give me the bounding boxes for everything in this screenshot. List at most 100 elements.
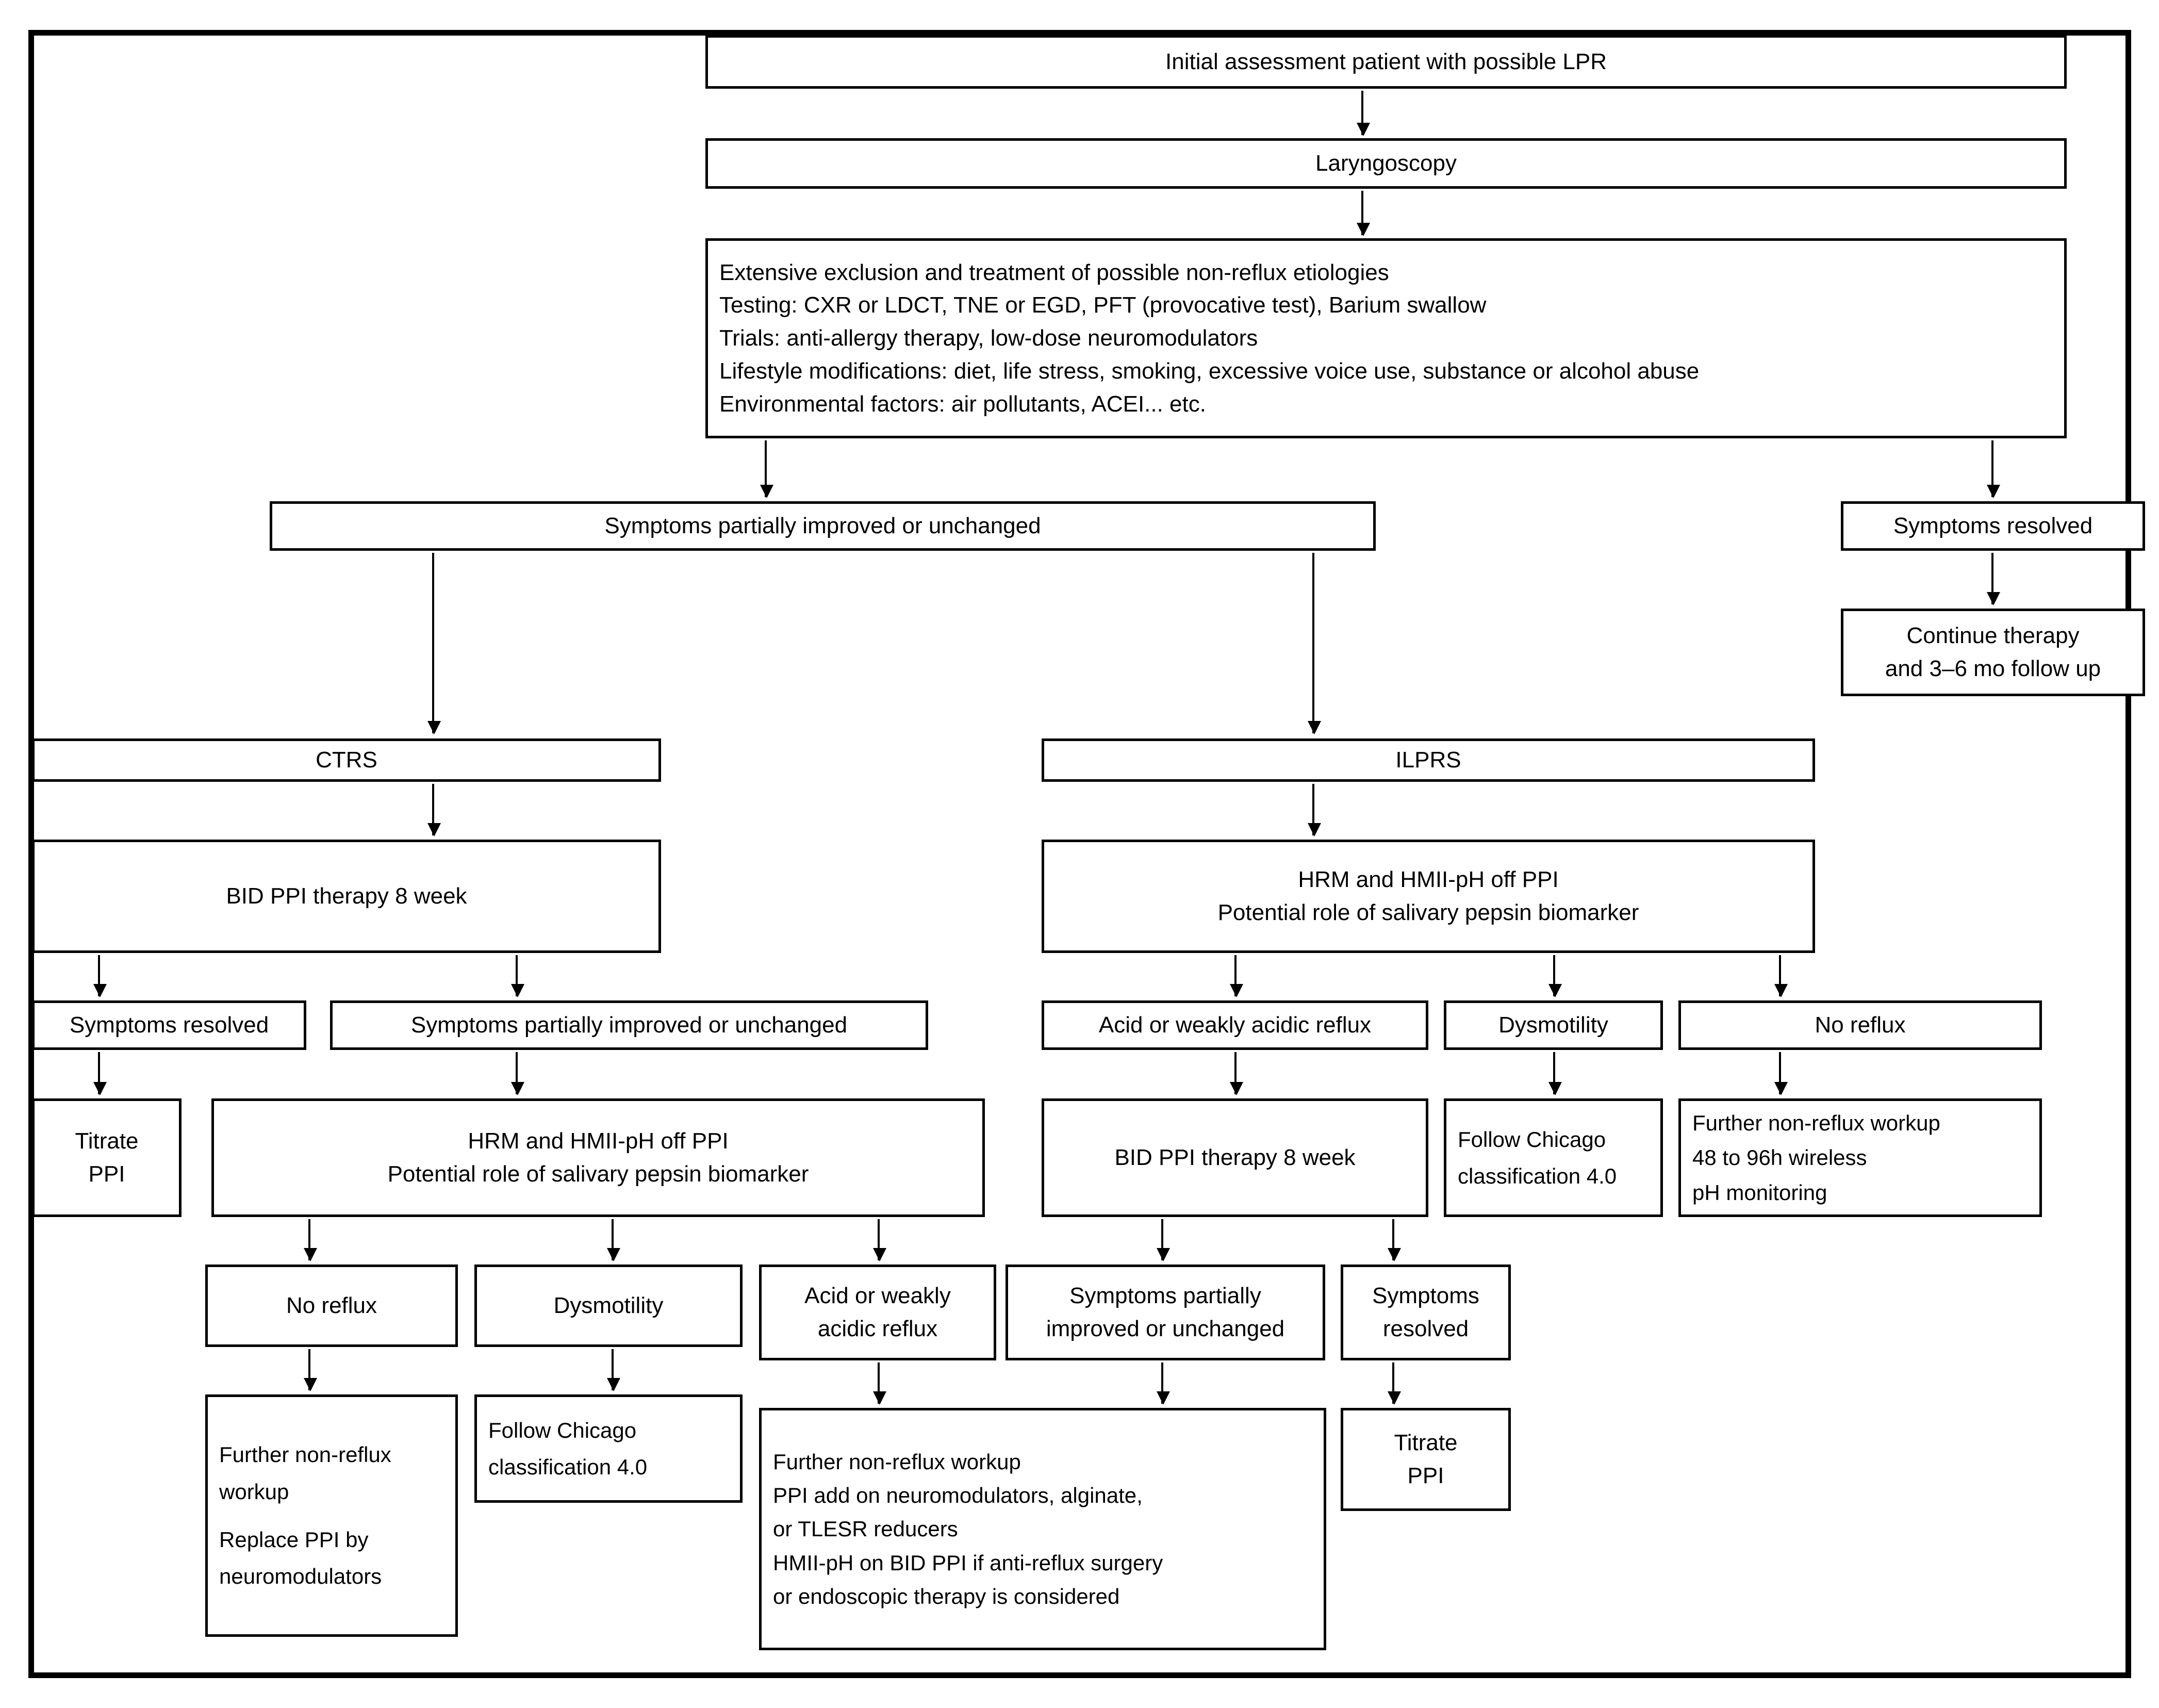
further-workup-right-line-1: Further non-reflux workup	[1692, 1111, 1940, 1136]
node-follow-chicago-bottom: Follow Chicago classification 4.0	[474, 1394, 743, 1503]
hrm-right-line-1: HRM and HMII-pH off PPI	[1298, 867, 1559, 893]
arrow-bidppi-to-partial-left	[511, 955, 524, 997]
node-bid-ppi-left: BID PPI therapy 8 week	[32, 840, 661, 953]
node-laryngoscopy-label: Laryngoscopy	[1315, 151, 1457, 176]
node-no-reflux-bottom-label: No reflux	[286, 1293, 377, 1319]
acid-reflux-bottom-line-1: Acid or weakly	[804, 1283, 951, 1309]
titrate-ppi-left-line-1: Titrate	[75, 1128, 139, 1154]
node-initial-assessment-label: Initial assessment patient with possible…	[1165, 49, 1607, 75]
arrow-bidppiright-to-partial	[1157, 1219, 1170, 1261]
exclusion-line-2: Testing: CXR or LDCT, TNE or EGD, PFT (p…	[719, 292, 1487, 318]
arrow-acidreflux-to-bigworkup	[873, 1362, 886, 1405]
node-bid-ppi-right-label: BID PPI therapy 8 week	[1114, 1145, 1356, 1171]
node-dysmotility-bottom-label: Dysmotility	[553, 1293, 664, 1319]
node-no-reflux-right: No reflux	[1678, 1000, 2042, 1050]
further-workup-big-line-1: Further non-reflux workup	[773, 1450, 1021, 1474]
node-partial-improved-top: Symptoms partially improved or unchanged	[270, 501, 1376, 551]
titrate-ppi-bottom-line-2: PPI	[1407, 1463, 1444, 1488]
hrm-right-line-2: Potential role of salivary pepsin biomar…	[1217, 900, 1639, 925]
further-workup-big-line-2: PPI add on neuromodulators, alginate,	[773, 1483, 1143, 1508]
node-dysmotility-right-label: Dysmotility	[1498, 1012, 1608, 1038]
node-bid-ppi-left-label: BID PPI therapy 8 week	[226, 883, 467, 909]
arrow-partial-to-ctrs	[427, 553, 441, 734]
node-symptoms-resolved-bottom: Symptoms resolved	[1341, 1264, 1511, 1360]
arrow-noreflux-to-workup	[304, 1349, 317, 1391]
follow-chicago-bottom-line-1: Follow Chicago	[488, 1418, 637, 1442]
further-workup-bottom-line-3: Replace PPI by	[219, 1528, 369, 1552]
further-workup-big-line-4: HMII-pH on BID PPI if anti-reflux surger…	[773, 1550, 1163, 1575]
further-workup-bottom-line-1: Further non-reflux	[219, 1442, 391, 1467]
arrow-hrmleft-to-acidreflux	[873, 1219, 886, 1261]
exclusion-line-4: Lifestyle modifications: diet, life stre…	[719, 358, 1700, 384]
node-partial-improved-top-label: Symptoms partially improved or unchanged	[604, 513, 1041, 539]
follow-chicago-right-line-2: classification 4.0	[1458, 1164, 1617, 1188]
node-titrate-ppi-left: Titrate PPI	[32, 1098, 182, 1217]
hrm-left-line-1: HRM and HMII-pH off PPI	[468, 1128, 729, 1154]
further-workup-right-line-3: pH monitoring	[1692, 1180, 1827, 1205]
node-acid-reflux-right: Acid or weakly acidic reflux	[1042, 1000, 1428, 1050]
arrow-exclusion-to-resolved	[1987, 440, 2000, 498]
node-acid-reflux-bottom: Acid or weakly acidic reflux	[759, 1264, 996, 1360]
partial-bottom-line-2: improved or unchanged	[1046, 1316, 1285, 1341]
resolved-bottom-line-2: resolved	[1382, 1316, 1469, 1341]
arrow-hrmright-to-acidreflux	[1230, 955, 1243, 997]
continue-therapy-line-2: and 3–6 mo follow up	[1885, 656, 2101, 681]
follow-chicago-bottom-line-2: classification 4.0	[488, 1455, 648, 1479]
arrow-resolvedbottom-to-titrate	[1388, 1362, 1401, 1405]
arrow-bidppiright-to-resolved	[1388, 1219, 1401, 1261]
further-workup-big-line-3: or TLESR reducers	[773, 1517, 958, 1541]
node-bid-ppi-right: BID PPI therapy 8 week	[1042, 1098, 1428, 1217]
hrm-left-line-2: Potential role of salivary pepsin biomar…	[387, 1161, 809, 1187]
exclusion-line-1: Extensive exclusion and treatment of pos…	[719, 259, 1389, 285]
acid-reflux-bottom-line-2: acidic reflux	[817, 1316, 938, 1341]
arrow-resolvedleft-to-titrate	[93, 1052, 107, 1095]
arrow-exclusion-to-partial	[760, 440, 773, 498]
arrow-acidrefluxright-to-bidppi	[1230, 1052, 1243, 1095]
arrow-bidppi-to-resolved-left	[93, 955, 107, 997]
titrate-ppi-left-line-2: PPI	[88, 1161, 125, 1187]
node-no-reflux-bottom: No reflux	[205, 1264, 458, 1347]
arrow-dysmotility-to-chicago	[607, 1349, 620, 1391]
resolved-bottom-line-1: Symptoms	[1372, 1283, 1479, 1309]
arrow-partial-to-ilprs	[1308, 553, 1321, 734]
node-hrm-hmii-right: HRM and HMII-pH off PPI Potential role o…	[1042, 840, 1815, 953]
node-initial-assessment: Initial assessment patient with possible…	[705, 35, 2067, 89]
node-exclusion-workup: Extensive exclusion and treatment of pos…	[705, 238, 2067, 438]
node-partial-improved-left: Symptoms partially improved or unchanged	[330, 1000, 928, 1050]
node-further-workup-bottom: Further non-reflux workup Replace PPI by…	[205, 1394, 458, 1637]
node-symptoms-resolved-top: Symptoms resolved	[1841, 501, 2145, 551]
arrow-partialbottom-to-bigworkup	[1157, 1362, 1170, 1405]
arrow-hrmright-to-dysmotility	[1548, 955, 1562, 997]
node-ilprs: ILPRS	[1042, 738, 1815, 782]
node-dysmotility-bottom: Dysmotility	[474, 1264, 743, 1347]
node-laryngoscopy: Laryngoscopy	[705, 138, 2067, 189]
arrow-dysmotilityright-to-chicago	[1548, 1052, 1562, 1095]
further-workup-bottom-line-2: workup	[219, 1479, 289, 1504]
node-symptoms-resolved-top-label: Symptoms resolved	[1893, 513, 2093, 539]
arrow-hrmleft-to-noreflux	[304, 1219, 317, 1261]
arrow-ctrs-to-bid-ppi	[427, 784, 441, 836]
continue-therapy-line-1: Continue therapy	[1906, 623, 2080, 649]
node-no-reflux-right-label: No reflux	[1815, 1012, 1906, 1038]
node-titrate-ppi-bottom: Titrate PPI	[1341, 1408, 1511, 1511]
node-partial-improved-left-label: Symptoms partially improved or unchanged	[410, 1012, 848, 1038]
node-follow-chicago-right: Follow Chicago classification 4.0	[1444, 1098, 1663, 1217]
node-further-workup-big: Further non-reflux workup PPI add on neu…	[759, 1408, 1326, 1650]
further-workup-right-line-2: 48 to 96h wireless	[1692, 1145, 1867, 1170]
node-dysmotility-right: Dysmotility	[1444, 1000, 1663, 1050]
node-hrm-hmii-left: HRM and HMII-pH off PPI Potential role o…	[211, 1098, 985, 1217]
arrow-ilprs-to-hrm	[1308, 784, 1321, 836]
follow-chicago-right-line-1: Follow Chicago	[1458, 1127, 1606, 1152]
further-workup-big-line-5: or endoscopic therapy is considered	[773, 1584, 1120, 1608]
exclusion-line-3: Trials: anti-allergy therapy, low-dose n…	[719, 325, 1258, 351]
arrow-laryngoscopy-to-exclusion	[1357, 191, 1370, 236]
outer-frame	[28, 30, 2131, 1678]
node-ilprs-label: ILPRS	[1395, 747, 1461, 773]
arrow-norefluxright-to-workup	[1774, 1052, 1788, 1095]
node-symptoms-resolved-left: Symptoms resolved	[32, 1000, 306, 1050]
further-workup-bottom-line-4: neuromodulators	[219, 1564, 382, 1589]
node-continue-therapy: Continue therapy and 3–6 mo follow up	[1841, 609, 2145, 696]
arrow-resolved-to-continue	[1987, 553, 2000, 605]
node-further-workup-right: Further non-reflux workup 48 to 96h wire…	[1678, 1098, 2042, 1217]
